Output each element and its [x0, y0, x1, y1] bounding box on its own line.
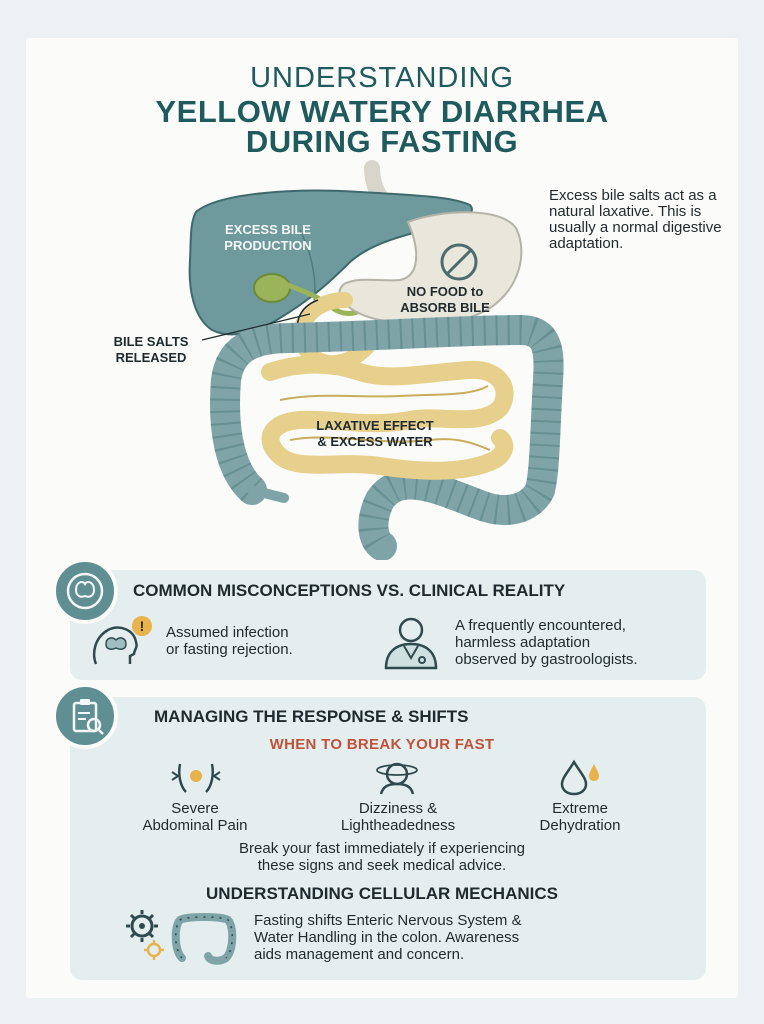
gears-colon-icon — [126, 910, 237, 965]
bile-label-line-1: BILE SALTS — [113, 334, 189, 349]
myth-text: Assumed infection or fasting rejection. — [166, 624, 293, 658]
sign-abdominal-pain: Severe Abdominal Pain — [110, 800, 280, 834]
water-drop-icon — [560, 759, 599, 796]
no-symbol-icon — [440, 243, 478, 281]
fact-line-2: harmless adaptation — [455, 634, 591, 651]
bile-label-line-2: RELEASED — [115, 350, 187, 365]
managing-heading: MANAGING THE RESPONSE & SHIFTS — [154, 707, 469, 726]
sign-1-line-2: Abdominal Pain — [142, 817, 248, 834]
bile-salts-label: BILE SALTS RELEASED — [96, 334, 206, 366]
gear-icon — [144, 940, 164, 960]
advice-line-2: these signs and seek medical advice. — [257, 857, 507, 874]
liver-label-line-1: EXCESS BILE — [225, 222, 311, 237]
sign-3-line-1: Extreme — [552, 800, 608, 817]
liver-label-line-2: PRODUCTION — [224, 238, 312, 253]
stomach-label-line-2: ABSORB BILE — [400, 300, 490, 315]
break-fast-subheading: WHEN TO BREAK YOUR FAST — [269, 736, 495, 753]
mechanics-text: Fasting shifts Enteric Nervous System & … — [254, 912, 522, 963]
mechanics-heading: UNDERSTANDING CELLULAR MECHANICS — [206, 884, 558, 903]
svg-text:!: ! — [140, 618, 145, 634]
laxative-label-line-1: LAXATIVE EFFECT — [316, 418, 434, 433]
title-line-3: DURING FASTING — [245, 124, 519, 159]
sign-1-line-1: Severe — [171, 800, 219, 817]
mechanics-line-3: aids management and concern. — [254, 946, 465, 963]
laxative-label: LAXATIVE EFFECT & EXCESS WATER — [300, 418, 450, 450]
fact-line-1: A frequently encountered, — [455, 617, 626, 634]
title-line-1: UNDERSTANDING — [250, 62, 514, 94]
sign-3-line-2: Dehydration — [539, 817, 621, 834]
title-line-2: YELLOW WATERY DIARRHEA — [155, 94, 609, 129]
stomach-label-line-1: NO FOOD to — [406, 284, 484, 299]
sign-dizziness: Dizziness & Lightheadedness — [300, 800, 496, 834]
gear-icon — [126, 910, 158, 942]
clipboard-badge-icon — [52, 683, 118, 749]
gallbladder-shape — [253, 273, 291, 303]
small-intestine-shape — [261, 355, 514, 480]
mechanics-line-2: Water Handling in the colon. Awareness — [254, 929, 520, 946]
misconceptions-heading: COMMON MISCONCEPTIONS VS. CLINICAL REALI… — [133, 581, 566, 600]
fact-line-3: observed by gastroologists. — [455, 651, 638, 668]
brain-warning-icon: ! — [92, 616, 152, 665]
sign-2-line-1: Dizziness & — [358, 800, 438, 817]
myth-line-2: or fasting rejection. — [166, 641, 293, 658]
sign-2-line-2: Lightheadedness — [340, 817, 456, 834]
doctor-icon — [384, 617, 438, 670]
mechanics-line-1: Fasting shifts Enteric Nervous System & — [254, 912, 522, 929]
sign-dehydration: Extreme Dehydration — [510, 800, 650, 834]
myth-line-1: Assumed infection — [166, 624, 289, 641]
brain-badge-icon — [52, 558, 118, 624]
digestive-system-illustration — [188, 160, 564, 560]
liver-label: EXCESS BILE PRODUCTION — [208, 222, 328, 254]
break-fast-advice: Break your fast immediately if experienc… — [0, 840, 764, 874]
side-note: Excess bile salts act as a natural laxat… — [549, 187, 722, 252]
fact-text: A frequently encountered, harmless adapt… — [455, 617, 638, 668]
abdominal-pain-icon — [171, 763, 221, 793]
laxative-label-line-2: & EXCESS WATER — [317, 434, 433, 449]
dizziness-icon — [376, 762, 418, 795]
stomach-label: NO FOOD to ABSORB BILE — [380, 284, 510, 316]
advice-line-1: Break your fast immediately if experienc… — [239, 840, 525, 857]
